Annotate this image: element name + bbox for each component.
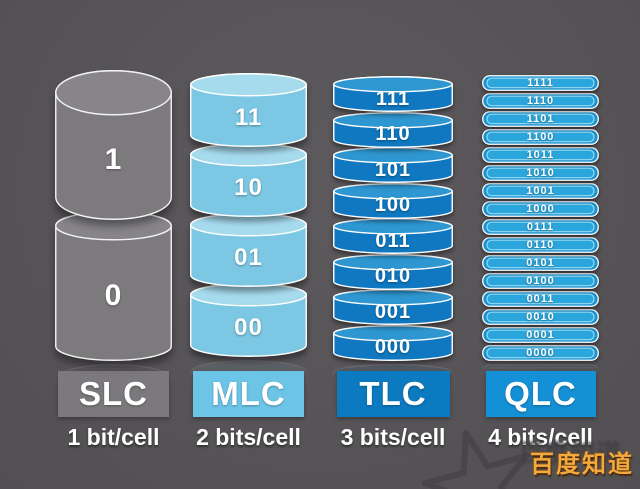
- cell-label: 1010: [526, 166, 555, 179]
- cell-label: 1110: [526, 94, 555, 107]
- cell-label: 010: [374, 265, 412, 288]
- cell-label: 01: [234, 243, 263, 271]
- cell-cylinder-mlc-11: 11: [190, 73, 307, 147]
- cell-cylinder-slc-0: 0: [55, 211, 172, 361]
- cell-label: 0100: [526, 274, 555, 287]
- cell-cylinder-mlc-10: 10: [190, 143, 307, 217]
- cell-label: 001: [374, 300, 412, 323]
- cell-label: 0111: [526, 220, 555, 233]
- cell-label: 0001: [526, 328, 555, 341]
- type-badge-slc: SLC: [58, 371, 169, 417]
- cell-label: 011: [375, 229, 411, 252]
- cell-cylinder-qlc-1111: 1111: [482, 75, 599, 91]
- cell-cylinder-qlc-0011: 0011: [482, 291, 599, 307]
- cell-label: 100: [374, 194, 412, 217]
- cell-label: 0110: [526, 238, 555, 251]
- column-qlc: 1111 1110 1101 1100 1011 1010 1001 1000 …: [482, 0, 599, 489]
- column-slc: 1 0 SLC 1 bit/cell: [55, 0, 172, 489]
- cell-cylinder-mlc-01: 01: [190, 213, 307, 287]
- caption-tlc: 3 bits/cell: [340, 424, 446, 450]
- type-badge-tlc: TLC: [336, 371, 450, 417]
- watermark-shadow-text: 百度知道: [519, 440, 623, 467]
- column-tlc: 111 110 101 100 011 010 001 000 TLC 3 bit…: [333, 0, 453, 489]
- cell-cylinder-slc-1: 1: [55, 70, 172, 220]
- cell-cylinder-tlc-110: 110: [333, 111, 453, 148]
- cell-label: 0010: [526, 310, 555, 323]
- cell-label: 101: [374, 158, 412, 181]
- type-badge-mlc: MLC: [193, 371, 304, 417]
- cell-label: 110: [375, 123, 411, 146]
- cell-label: 1001: [526, 184, 555, 197]
- cell-cylinder-qlc-0110: 0110: [482, 237, 599, 253]
- cell-cylinder-tlc-010: 010: [333, 253, 453, 290]
- star-watermark-icon: [422, 429, 530, 489]
- cell-cylinder-qlc-0100: 0100: [482, 273, 599, 289]
- cell-cylinder-tlc-111: 111: [333, 76, 453, 112]
- cell-cylinder-qlc-0000: 0000: [482, 345, 599, 361]
- caption-mlc: 2 bits/cell: [196, 424, 301, 450]
- cell-cylinder-qlc-1001: 1001: [482, 183, 599, 199]
- cell-cylinder-qlc-1110: 1110: [482, 93, 599, 109]
- watermark-text: 百度知道: [530, 451, 634, 478]
- stack-reflection: [55, 364, 172, 390]
- column-mlc: 11 10 01 00 MLC 2 bits/cell: [190, 0, 307, 489]
- cell-cylinder-qlc-1100: 1100: [482, 129, 599, 145]
- cell-label: 11: [234, 103, 263, 131]
- stack-reflection: [482, 364, 599, 372]
- cell-cylinder-qlc-0101: 0101: [482, 255, 599, 271]
- cell-label: 00: [234, 313, 263, 341]
- cell-label: 111: [375, 87, 411, 110]
- cell-label: 000: [374, 336, 412, 359]
- cell-cylinder-qlc-1101: 1101: [482, 111, 599, 127]
- cell-label: 10: [234, 173, 263, 201]
- cell-label: 0101: [526, 256, 555, 269]
- cell-label: 0000: [526, 346, 555, 359]
- cell-label: 1: [104, 143, 123, 177]
- cell-cylinder-qlc-1011: 1011: [482, 147, 599, 163]
- cell-cylinder-qlc-0001: 0001: [482, 327, 599, 343]
- type-badge-qlc: QLC: [485, 371, 596, 417]
- caption-qlc: 4 bits/cell: [488, 424, 593, 450]
- cell-cylinder-tlc-011: 011: [333, 218, 453, 254]
- cell-label: 0: [104, 278, 123, 312]
- cell-cylinder-qlc-0010: 0010: [482, 309, 599, 325]
- cell-label: 1101: [526, 112, 555, 125]
- cell-label: 1011: [526, 148, 555, 161]
- cell-cylinder-qlc-1000: 1000: [482, 201, 599, 217]
- cell-cylinder-tlc-101: 101: [333, 147, 453, 183]
- cell-cylinder-mlc-00: 00: [190, 283, 307, 357]
- cell-cylinder-qlc-0111: 0111: [482, 219, 599, 235]
- caption-slc: 1 bit/cell: [67, 424, 160, 450]
- cell-cylinder-tlc-001: 001: [333, 289, 453, 325]
- cell-label: 1000: [526, 202, 555, 215]
- cell-cylinder-tlc-100: 100: [333, 182, 453, 219]
- cell-cylinder-qlc-1010: 1010: [482, 165, 599, 181]
- cell-label: 1100: [526, 130, 555, 143]
- cell-cylinder-tlc-000: 000: [333, 324, 453, 361]
- cell-label: 0011: [526, 292, 555, 305]
- cell-label: 1111: [527, 76, 554, 89]
